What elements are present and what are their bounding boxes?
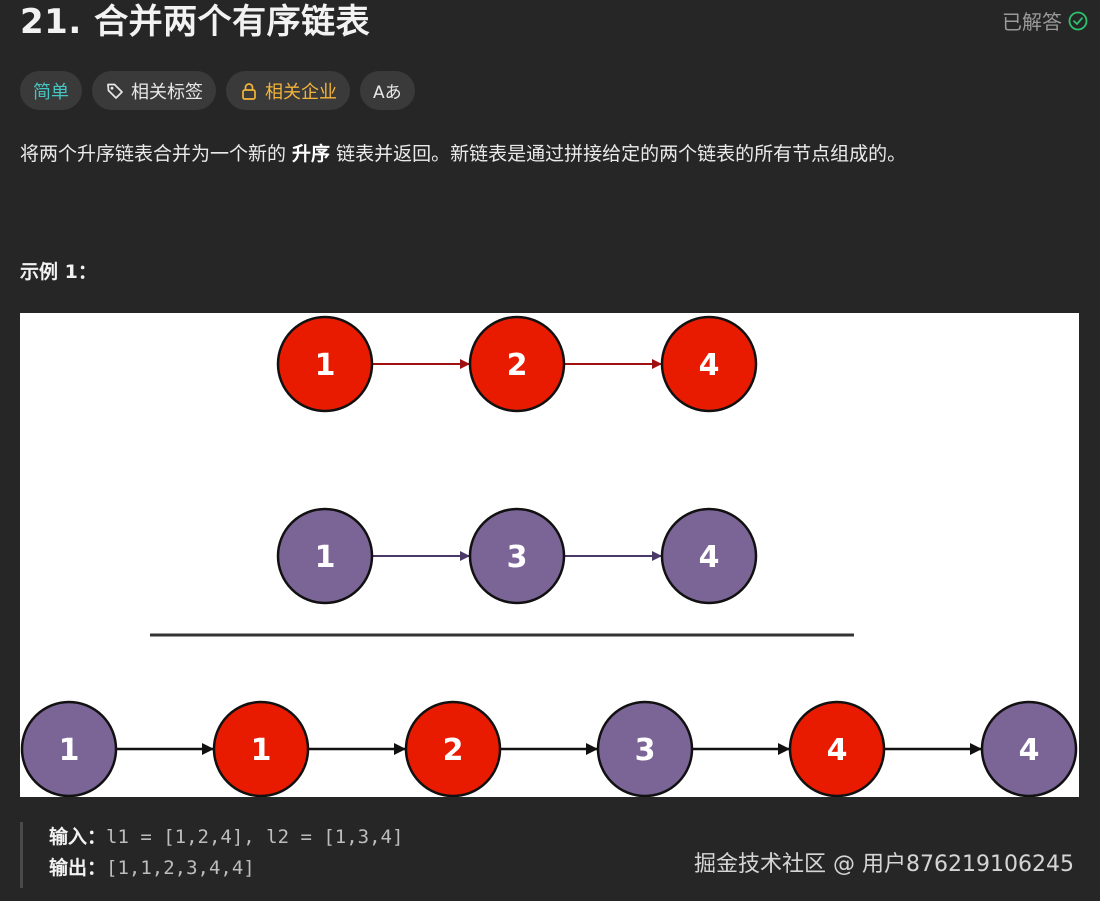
merged-node bbox=[980, 700, 1078, 797]
companies-tag-button[interactable]: 相关企业 bbox=[226, 71, 350, 110]
description-bold: 升序 bbox=[292, 143, 331, 165]
linked-list-diagram: 1 2 4 1 3 4 1 1 2 3 4 4 bbox=[20, 315, 1078, 797]
solved-status-label: 已解答 bbox=[1002, 10, 1062, 34]
watermark: 掘金技术社区 @ 用户876219106245 bbox=[694, 852, 1074, 877]
input-label: 输入： bbox=[49, 826, 107, 848]
description-text-before: 将两个升序链表合并为一个新的 bbox=[20, 143, 293, 165]
lock-icon bbox=[239, 81, 259, 101]
merged-node-label: 1 bbox=[59, 733, 80, 768]
description-text-after: 链表并返回。新链表是通过拼接给定的两个链表的所有节点组成的。 bbox=[330, 143, 907, 165]
list1-node-label: 2 bbox=[507, 348, 528, 383]
list2-row: 1 3 4 bbox=[276, 507, 758, 605]
output-line: 输出：[1,1,2,3,4,4] bbox=[49, 853, 403, 884]
list2-node-label: 4 bbox=[699, 540, 720, 575]
companies-tag-label: 相关企业 bbox=[265, 81, 337, 103]
merged-node-label: 4 bbox=[827, 733, 848, 768]
merged-node-label: 2 bbox=[443, 733, 464, 768]
topics-tag-button[interactable]: 相关标签 bbox=[92, 71, 216, 110]
list1-node-label: 1 bbox=[315, 348, 336, 383]
input-line: 输入：l1 = [1,2,4], l2 = [1,3,4] bbox=[49, 822, 403, 853]
list2-node-label: 3 bbox=[507, 540, 528, 575]
output-value: [1,1,2,3,4,4] bbox=[106, 857, 255, 879]
list1-node bbox=[660, 315, 758, 413]
merged-node-label: 3 bbox=[635, 733, 656, 768]
merged-node bbox=[20, 700, 118, 797]
merged-node bbox=[404, 700, 502, 797]
difficulty-label: 简单 bbox=[33, 81, 69, 103]
list2-node bbox=[468, 507, 566, 605]
check-circle-icon bbox=[1068, 11, 1088, 31]
list1-node bbox=[276, 315, 374, 413]
merged-node-label: 4 bbox=[1019, 733, 1040, 768]
problem-description: 将两个升序链表合并为一个新的 升序 链表并返回。新链表是通过拼接给定的两个链表的… bbox=[20, 140, 906, 168]
input-value: l1 = [1,2,4], l2 = [1,3,4] bbox=[106, 826, 404, 848]
font-toggle-button[interactable]: Aあ bbox=[360, 71, 415, 110]
merged-node bbox=[212, 700, 310, 797]
translate-icon: Aあ bbox=[373, 83, 402, 103]
list2-node-label: 1 bbox=[315, 540, 336, 575]
tag-icon bbox=[105, 81, 125, 101]
list2-node bbox=[660, 507, 758, 605]
tag-bar: 简单 相关标签 相关企业 Aあ bbox=[20, 71, 415, 110]
list2-node bbox=[276, 507, 374, 605]
solved-status: 已解答 bbox=[1002, 6, 1088, 35]
list1-node bbox=[468, 315, 566, 413]
example-title: 示例 1： bbox=[20, 261, 97, 283]
merged-node bbox=[596, 700, 694, 797]
list1-row: 1 2 4 bbox=[276, 315, 758, 413]
problem-title: 21. 合并两个有序链表 bbox=[20, 2, 371, 42]
merged-row: 1 1 2 3 4 4 bbox=[20, 700, 1078, 797]
merged-node bbox=[788, 700, 886, 797]
topics-tag-label: 相关标签 bbox=[131, 81, 203, 103]
output-label: 输出： bbox=[49, 857, 107, 879]
list1-node-label: 4 bbox=[699, 348, 720, 383]
example-io: 输入：l1 = [1,2,4], l2 = [1,3,4] 输出：[1,1,2,… bbox=[20, 822, 403, 888]
example-figure: 1 2 4 1 3 4 1 1 2 3 4 4 bbox=[20, 313, 1079, 797]
merged-node-label: 1 bbox=[251, 733, 272, 768]
difficulty-tag[interactable]: 简单 bbox=[20, 71, 82, 110]
